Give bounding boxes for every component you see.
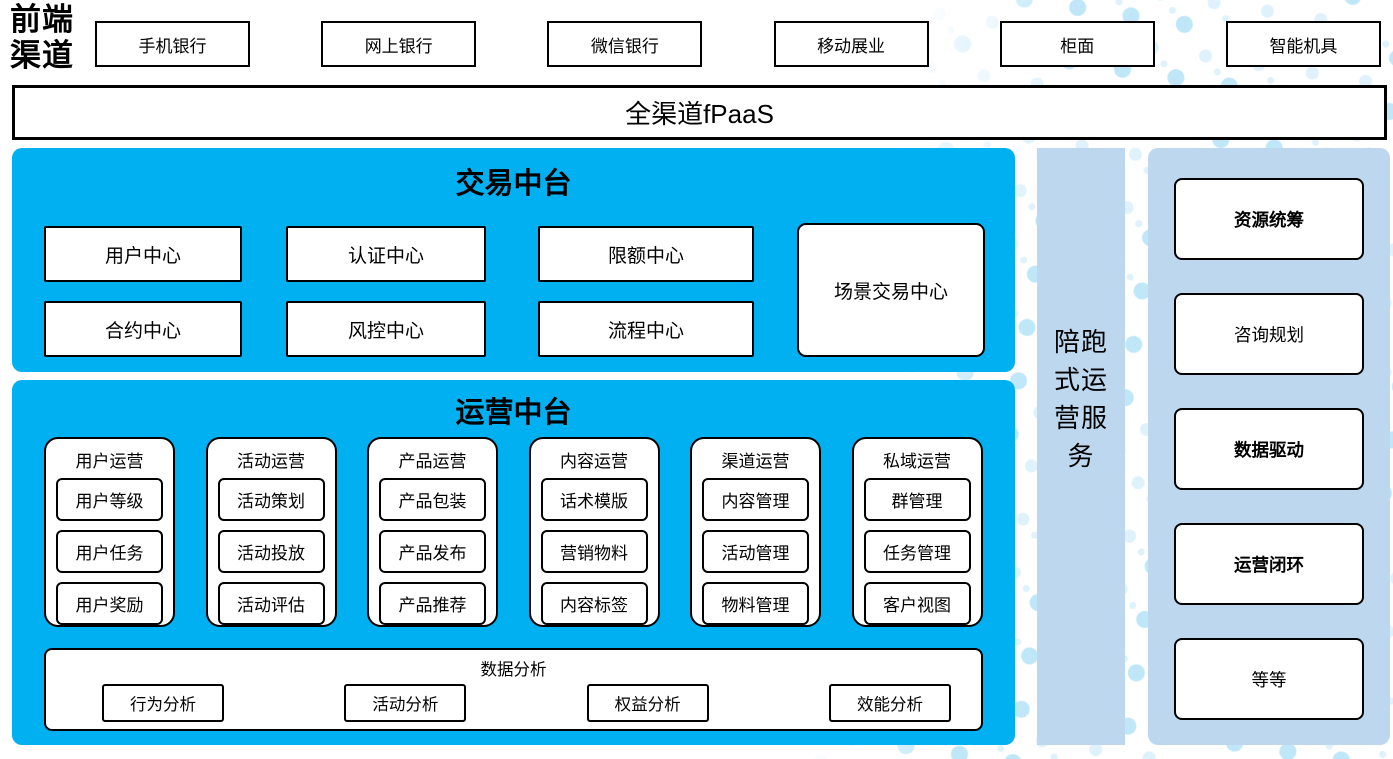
operations-column-title: 渠道运营	[721, 452, 790, 471]
operations-column-items: 用户等级用户任务用户奖励	[46, 478, 173, 625]
transaction-section: 交易中台 用户中心认证中心限额中心合约中心风控中心流程中心 场景交易中心	[12, 148, 1015, 372]
operations-title: 运营中台	[455, 397, 572, 429]
channel-box: 智能机具	[1225, 21, 1381, 67]
operations-item-box: 群管理	[863, 478, 971, 521]
operations-item-box: 任务管理	[863, 530, 971, 573]
channel-box: 网上银行	[321, 21, 477, 67]
front-channel-label: 前端 渠道	[10, 2, 90, 74]
operations-column: 产品运营产品包装产品发布产品推荐	[367, 437, 498, 627]
operations-item-box: 活动投放	[217, 530, 325, 573]
transaction-title: 交易中台	[455, 168, 572, 200]
operations-item-box: 活动评估	[217, 582, 325, 625]
analysis-bar: 数据分析 行为分析 活动分析 权益分析 效能分析	[44, 648, 983, 731]
companion-service-label: 陪跑式运营服务	[1053, 326, 1108, 471]
operations-item-box: 话术模版	[540, 478, 648, 521]
operations-column-title: 活动运营	[237, 452, 305, 471]
operations-item-box: 物料管理	[702, 582, 809, 625]
front-channel-label-line1: 前端	[10, 2, 74, 37]
transaction-center-box: 限额中心	[538, 226, 754, 282]
operations-section: 运营中台 用户运营用户等级用户任务用户奖励活动运营活动策划活动投放活动评估产品运…	[12, 380, 1015, 745]
front-channel-label-line2: 渠道	[10, 38, 74, 73]
fpaas-bar: 全渠道fPaaS	[12, 85, 1387, 140]
companion-service-bar: 陪跑式运营服务	[1037, 148, 1125, 745]
operations-column: 渠道运营内容管理活动管理物料管理	[690, 437, 821, 627]
service-panel-box: 运营闭环	[1174, 523, 1364, 605]
channel-box: 微信银行	[547, 21, 703, 67]
operations-item-box: 产品包装	[379, 478, 486, 521]
transaction-center-box: 认证中心	[286, 226, 486, 282]
service-panel-box: 等等	[1174, 638, 1364, 720]
operations-item-box: 产品推荐	[379, 582, 486, 625]
transaction-center-box: 流程中心	[538, 301, 754, 357]
operations-item-box: 营销物料	[540, 530, 648, 573]
operations-item-box: 产品发布	[379, 530, 486, 573]
analysis-item-box: 行为分析	[102, 684, 224, 722]
operations-column: 内容运营话术模版营销物料内容标签	[528, 437, 660, 627]
transaction-center-box: 用户中心	[44, 226, 242, 282]
operations-column-items: 群管理任务管理客户视图	[854, 478, 981, 625]
operations-item-box: 用户奖励	[56, 582, 163, 625]
operations-item-box: 内容管理	[702, 478, 809, 521]
channel-box: 移动展业	[773, 21, 929, 67]
operations-column-items: 内容管理活动管理物料管理	[692, 478, 819, 625]
fpaas-label: 全渠道fPaaS	[625, 99, 774, 129]
operations-column-title: 内容运营	[560, 452, 628, 471]
operations-item-box: 活动策划	[217, 478, 325, 521]
operations-item-box: 客户视图	[863, 582, 971, 625]
analysis-items: 行为分析 活动分析 权益分析 效能分析	[46, 684, 981, 722]
operations-column-title: 用户运营	[75, 452, 144, 471]
operations-column: 用户运营用户等级用户任务用户奖励	[44, 437, 175, 627]
analysis-item-box: 效能分析	[828, 684, 951, 722]
operations-item-box: 用户等级	[56, 478, 163, 521]
service-panel: 资源统筹咨询规划数据驱动运营闭环等等	[1148, 148, 1390, 745]
operations-columns: 用户运营用户等级用户任务用户奖励活动运营活动策划活动投放活动评估产品运营产品包装…	[44, 437, 983, 627]
operations-column-title: 私域运营	[883, 452, 951, 471]
operations-column-title: 产品运营	[398, 452, 467, 471]
analysis-item-box: 活动分析	[344, 684, 467, 722]
operations-column-items: 产品包装产品发布产品推荐	[369, 478, 496, 625]
channel-box: 柜面	[999, 21, 1155, 67]
service-panel-box: 数据驱动	[1174, 408, 1364, 490]
operations-column-items: 活动策划活动投放活动评估	[208, 478, 335, 625]
transaction-center-box: 合约中心	[44, 301, 242, 357]
analysis-item-box: 权益分析	[586, 684, 709, 722]
service-panel-box: 资源统筹	[1174, 178, 1364, 260]
operations-column: 私域运营群管理任务管理客户视图	[851, 437, 983, 627]
channel-box: 手机银行	[95, 21, 250, 67]
channel-row: 手机银行 网上银行 微信银行 移动展业 柜面 智能机具	[95, 21, 1381, 67]
analysis-title: 数据分析	[480, 661, 547, 679]
scenario-transaction-box: 场景交易中心	[797, 223, 985, 357]
operations-item-box: 活动管理	[702, 530, 809, 573]
transaction-center-box: 风控中心	[286, 301, 486, 357]
operations-item-box: 内容标签	[540, 582, 648, 625]
operations-column: 活动运营活动策划活动投放活动评估	[205, 437, 337, 627]
operations-column-items: 话术模版营销物料内容标签	[531, 478, 658, 625]
service-panel-box: 咨询规划	[1174, 293, 1364, 375]
operations-item-box: 用户任务	[56, 530, 163, 573]
